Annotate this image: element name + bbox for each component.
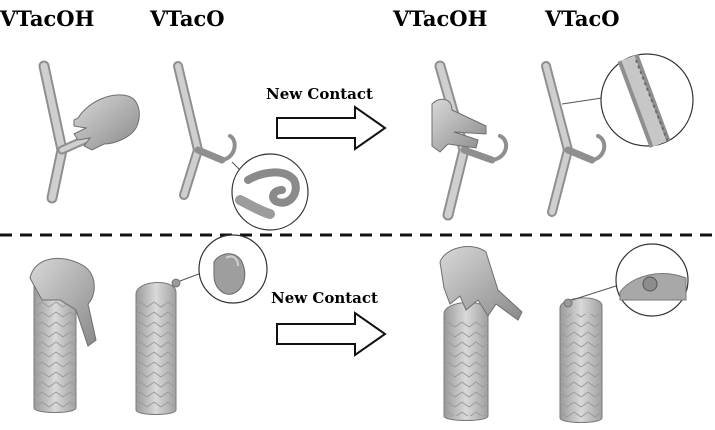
bottle-object-before [135, 234, 268, 415]
label-vtaco-after: VTacO [545, 6, 620, 31]
arrow-bottom [276, 311, 387, 357]
label-vtaco-before: VTacO [150, 6, 225, 31]
label-vtacoh-after: VTacOH [393, 6, 488, 31]
hanger-hand-before [38, 60, 140, 204]
hanger-object-after [541, 53, 694, 217]
arrow-label-top: New Contact [266, 85, 373, 103]
bottle-object-after [559, 243, 689, 423]
label-vtacoh-before: VTacOH [0, 6, 95, 31]
hanger-object-before [173, 61, 309, 231]
bottle-hand-before [29, 257, 97, 413]
arrow-top [276, 105, 387, 151]
hanger-hand-after [431, 60, 509, 221]
arrow-label-bottom: New Contact [271, 289, 378, 307]
bottle-hand-after [439, 246, 523, 421]
